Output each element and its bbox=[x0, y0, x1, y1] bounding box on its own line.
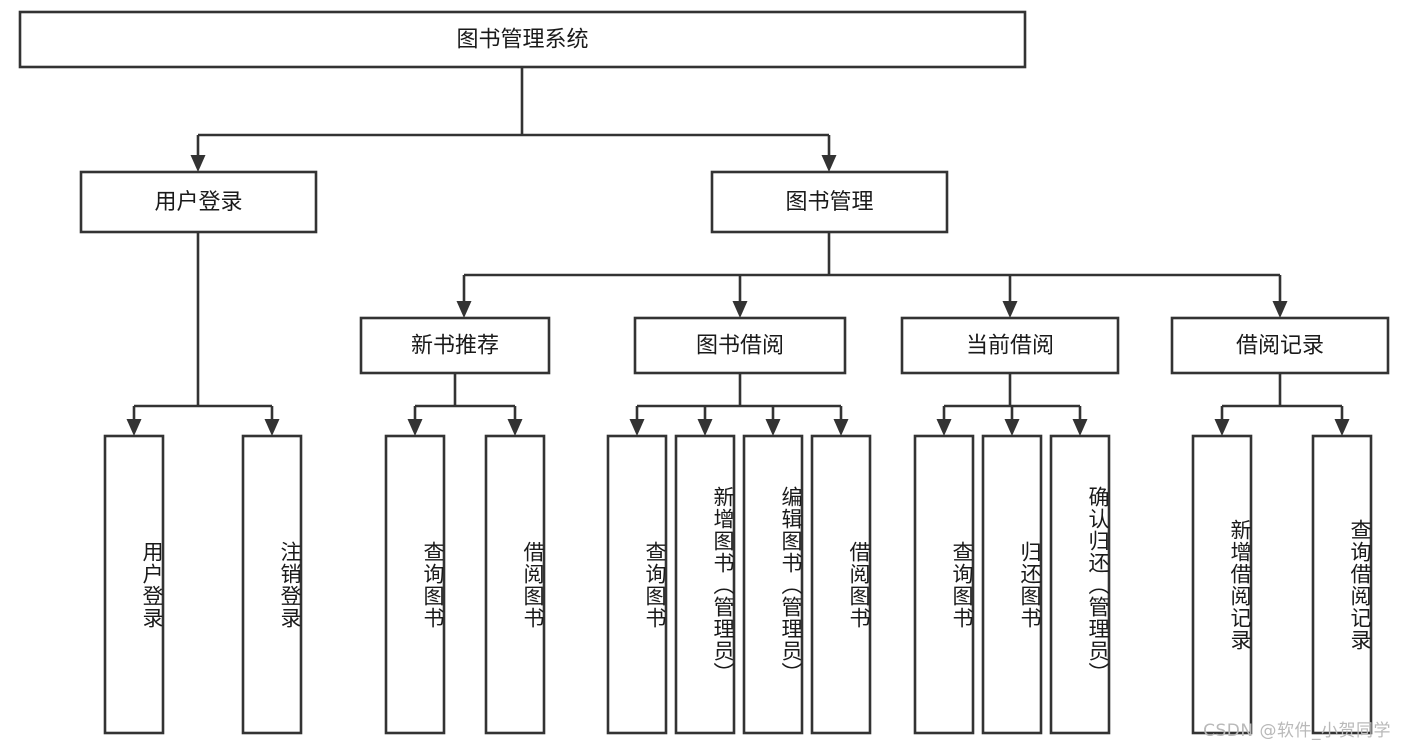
node-label-n-new-book-rec: 新书推荐 bbox=[411, 334, 499, 359]
arrow-head bbox=[126, 419, 142, 436]
node-label-n-borrow-record: 借阅记录 bbox=[1236, 334, 1324, 359]
arrow-head bbox=[732, 301, 748, 318]
arrow-head bbox=[1002, 301, 1018, 318]
node-box-leaf-user-login[interactable] bbox=[103, 434, 165, 735]
node-label-n-user-login-group: 用户登录 bbox=[154, 190, 242, 215]
connector-edge-borrowrecord-bus bbox=[1214, 373, 1350, 436]
boxes-layer bbox=[18, 10, 1390, 735]
arrow-head bbox=[1214, 419, 1230, 436]
arrow-head bbox=[1272, 301, 1288, 318]
node-box-leaf-return-book[interactable] bbox=[981, 434, 1043, 735]
node-box-leaf-add-borrow-record[interactable] bbox=[1191, 434, 1253, 735]
node-box-n-current-borrow[interactable] bbox=[900, 316, 1120, 375]
node-label-root: 图书管理系统 bbox=[456, 28, 588, 53]
node-label-n-current-borrow: 当前借阅 bbox=[966, 334, 1054, 359]
arrow-head bbox=[264, 419, 280, 436]
arrow-head bbox=[765, 419, 781, 436]
node-box-leaf-query-borrow-record[interactable] bbox=[1311, 434, 1373, 735]
node-box-leaf-rec-borrow-book[interactable] bbox=[484, 434, 546, 735]
node-box-leaf-rec-query-book[interactable] bbox=[384, 434, 446, 735]
node-box-n-new-book-rec[interactable] bbox=[359, 316, 551, 375]
node-label-n-book-manage-group: 图书管理 bbox=[785, 190, 873, 215]
node-label-n-book-borrow: 图书借阅 bbox=[696, 334, 784, 359]
arrow-head bbox=[629, 419, 645, 436]
connector-edge-userlogin-bus bbox=[126, 232, 280, 436]
node-box-leaf-borrow-query-book[interactable] bbox=[606, 434, 668, 735]
arrow-head bbox=[190, 155, 206, 172]
arrow-head bbox=[697, 419, 713, 436]
connector-edge-root-bus bbox=[190, 67, 837, 172]
node-box-leaf-edit-book-admin[interactable] bbox=[742, 434, 804, 735]
arrow-head bbox=[821, 155, 837, 172]
node-box-n-book-manage-group[interactable] bbox=[710, 170, 949, 234]
node-box-n-user-login-group[interactable] bbox=[79, 170, 318, 234]
arrow-head bbox=[1334, 419, 1350, 436]
node-box-leaf-borrow-book[interactable] bbox=[810, 434, 872, 735]
arrow-head bbox=[1072, 419, 1088, 436]
node-box-leaf-logout[interactable] bbox=[241, 434, 303, 735]
connector-edge-newbookrec-bus bbox=[407, 373, 523, 436]
node-box-root[interactable] bbox=[18, 10, 1027, 69]
edges-layer bbox=[126, 67, 1350, 436]
arrow-head bbox=[833, 419, 849, 436]
csdn-watermark: CSDN @软件_小贺同学 bbox=[1203, 721, 1391, 741]
node-box-n-borrow-record[interactable] bbox=[1170, 316, 1390, 375]
connector-edge-bookmanage-bus bbox=[456, 232, 1288, 318]
connector-edge-bookborrow-bus bbox=[629, 373, 849, 436]
node-box-n-book-borrow[interactable] bbox=[633, 316, 847, 375]
arrow-head bbox=[507, 419, 523, 436]
arrow-head bbox=[456, 301, 472, 318]
arrow-head bbox=[1004, 419, 1020, 436]
connector-edge-currentborrow-bus bbox=[936, 373, 1088, 436]
node-box-leaf-add-book-admin[interactable] bbox=[674, 434, 736, 735]
node-box-leaf-cur-query-book[interactable] bbox=[913, 434, 975, 735]
node-box-leaf-confirm-return-admin[interactable] bbox=[1049, 434, 1111, 735]
arrow-head bbox=[936, 419, 952, 436]
arrow-head bbox=[407, 419, 423, 436]
